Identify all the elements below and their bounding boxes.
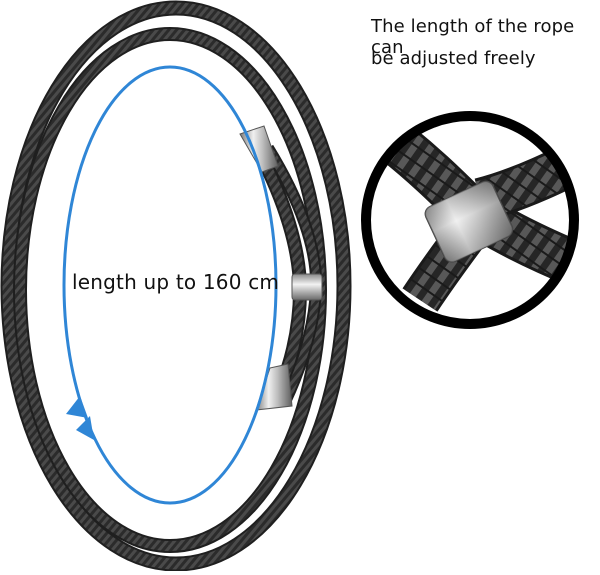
metal-end-cap-bottom [255,363,293,411]
adjust-caption-line-2: be adjusted freely [371,48,536,69]
length-caption: length up to 160 cm [72,270,280,294]
adjust-caption-line-1: The length of the rope can [371,16,575,58]
zoom-detail-illustration [361,111,579,329]
double-arrow-icon [62,65,278,505]
metal-slider [291,273,323,301]
